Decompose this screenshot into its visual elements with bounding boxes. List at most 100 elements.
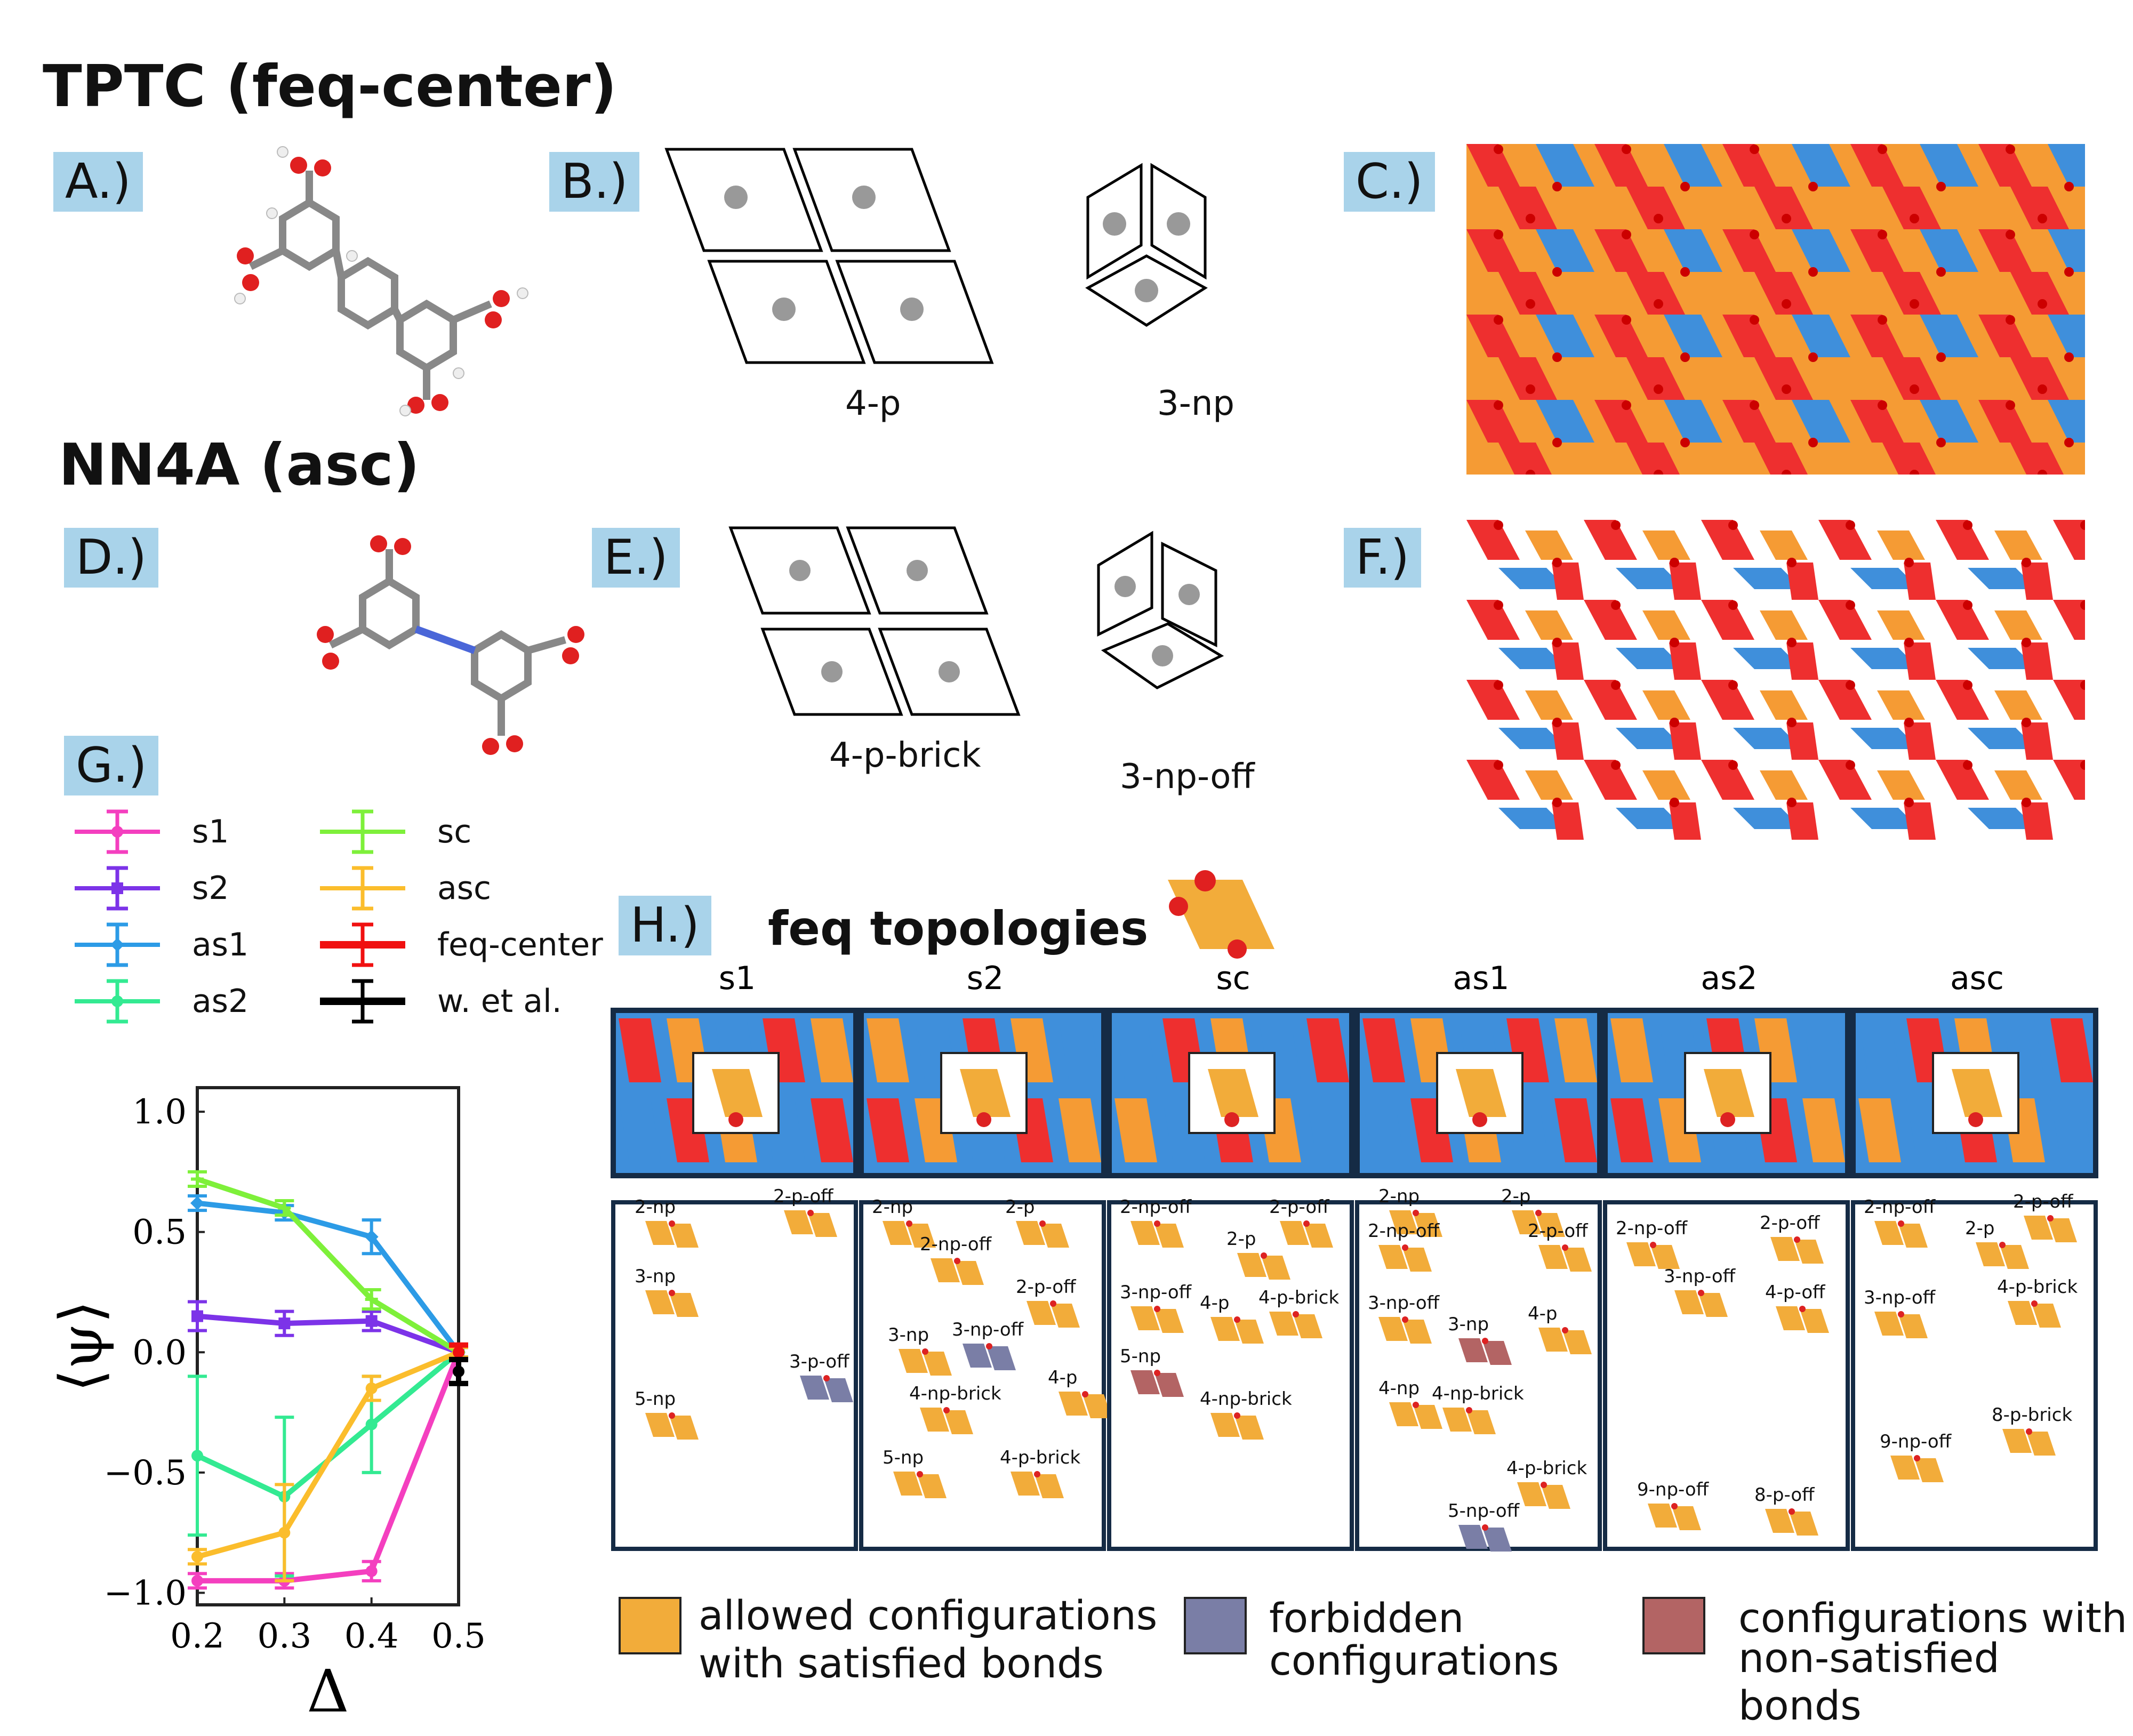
config-shape-sc-7-a <box>1210 1413 1240 1437</box>
tiling-f <box>1466 520 2085 840</box>
swatch-nonsat <box>1642 1597 1705 1654</box>
pattern-tile-sc-9 <box>1306 1098 1349 1162</box>
config-label-asc-1: 2-p-off <box>2013 1191 2074 1212</box>
config-shape-as1-9-b <box>1541 1485 1570 1509</box>
config-dot-sc-0 <box>1154 1220 1160 1227</box>
config-dot-as2-3 <box>1799 1306 1806 1312</box>
config-dot-asc-5 <box>2026 1428 2032 1435</box>
legend-label-7: w. et al. <box>437 983 562 1020</box>
config-shape-as1-0-b <box>1413 1213 1442 1237</box>
config-label-s2-2: 2-np-off <box>920 1234 992 1255</box>
point-3-2 <box>365 1418 378 1430</box>
config-label-as2-2: 3-np-off <box>1664 1266 1736 1287</box>
config-box-asc <box>1851 1200 2098 1551</box>
config-shape-s2-2-b <box>955 1261 984 1285</box>
config-dot-s2-9 <box>1034 1471 1040 1477</box>
inset-rhomb-s2 <box>960 1069 1011 1117</box>
config-label-sc-2: 2-p <box>1226 1228 1256 1250</box>
config-dot-sc-4 <box>1234 1316 1240 1323</box>
config-dot-as1-4 <box>1402 1316 1408 1323</box>
config-shape-as1-10-a <box>1458 1525 1488 1549</box>
config-shape-s2-5-b <box>987 1346 1016 1370</box>
config-shape-s2-4-b <box>923 1352 952 1376</box>
config-shape-asc-0-b <box>1898 1224 1928 1248</box>
y-axis-label: ⟨ψ⟩ <box>47 1300 115 1392</box>
inset-rhomb-as1 <box>1456 1069 1506 1117</box>
config-shape-s2-3-a <box>1027 1301 1056 1325</box>
config-shape-sc-5-a <box>1269 1312 1298 1336</box>
config-label-as1-3: 2-p-off <box>1528 1220 1589 1242</box>
config-shape-sc-1-a <box>1280 1221 1309 1245</box>
config-label-s2-0: 2-np <box>872 1196 913 1218</box>
config-label-asc-0: 2-np-off <box>1864 1196 1936 1218</box>
config-label-asc-4: 4-p-brick <box>1997 1276 2078 1298</box>
config-shape-s1-1-a <box>784 1210 813 1234</box>
point-4-0 <box>191 1172 204 1186</box>
point-1-0 <box>191 1310 203 1322</box>
config-label-s2-5: 3-np-off <box>952 1319 1024 1340</box>
config-label-s2-3: 2-p-off <box>1016 1276 1077 1298</box>
pattern-tile-s1-0 <box>619 1018 661 1082</box>
config-dot-as1-0 <box>1413 1210 1419 1216</box>
config-label-as2-3: 4-p-off <box>1765 1282 1826 1303</box>
config-dot-sc-6 <box>1154 1370 1160 1376</box>
pattern-tile-as1-4 <box>1554 1018 1597 1082</box>
config-label-s1-3: 3-p-off <box>789 1351 850 1372</box>
config-label-as2-0: 2-np-off <box>1616 1218 1688 1239</box>
config-dot-s2-6 <box>1082 1391 1088 1397</box>
config-dot-sc-2 <box>1261 1252 1267 1259</box>
config-label-s2-7: 4-np-brick <box>909 1383 1001 1404</box>
allowed-text-1: allowed configurations <box>699 1592 1158 1639</box>
legend-marker-2 <box>110 938 124 952</box>
config-shape-s2-4-a <box>899 1349 928 1373</box>
config-shape-asc-3-a <box>1874 1312 1904 1336</box>
feq-icon <box>1168 870 1274 959</box>
inset-dot-as1 <box>1472 1112 1487 1127</box>
config-shape-as1-1-b <box>1536 1213 1565 1237</box>
config-label-s1-0: 2-np <box>635 1196 676 1218</box>
heading-tptc: TPTC (feq-center) <box>43 53 617 120</box>
series-line-2 <box>197 1200 461 1354</box>
config-label-sc-1: 2-p-off <box>1269 1196 1330 1218</box>
x-tick-label-0: 0.2 <box>170 1617 224 1656</box>
config-dot-asc-1 <box>2047 1215 2054 1221</box>
legend-label-1: s2 <box>192 870 229 907</box>
forbidden-text-2: configurations <box>1269 1637 1559 1684</box>
config-dot-s2-0 <box>906 1220 912 1227</box>
pattern-tile-s1-9 <box>811 1098 853 1162</box>
pattern-tile-asc-0 <box>1858 1018 1901 1082</box>
config-shape-s1-2-b <box>669 1293 699 1317</box>
config-dot-as2-1 <box>1794 1236 1800 1243</box>
point-0-0 <box>191 1574 203 1587</box>
config-shape-as2-4-b <box>1672 1506 1701 1530</box>
pattern-tile-as1-5 <box>1362 1098 1405 1162</box>
nonsat-text-2: non-satisfied bonds <box>1738 1634 2000 1729</box>
config-label-sc-7: 4-np-brick <box>1200 1388 1292 1410</box>
config-dot-asc-4 <box>2031 1300 2038 1307</box>
config-shape-s2-9-b <box>1035 1474 1064 1498</box>
point-5-0 <box>191 1550 203 1563</box>
h-title: feq topologies <box>768 901 1149 956</box>
pattern-tile-s2-4 <box>1059 1018 1101 1082</box>
config-shape-as1-8-a <box>1442 1408 1472 1432</box>
point-1-1 <box>278 1317 291 1330</box>
config-dot-as1-1 <box>1535 1210 1542 1216</box>
config-label-asc-3: 3-np-off <box>1864 1287 1936 1308</box>
inset-dot-asc <box>1968 1112 1983 1127</box>
panel-label-d: D.) <box>64 528 159 588</box>
config-dot-as2-5 <box>1789 1508 1795 1515</box>
config-shape-as2-0-a <box>1626 1242 1656 1266</box>
config-shape-asc-5-a <box>2002 1429 2032 1453</box>
point-5-2 <box>365 1382 378 1394</box>
tiling-c <box>1466 144 2085 475</box>
y-tick-label-2: 0.0 <box>132 1333 187 1372</box>
config-label-asc-5: 8-p-brick <box>1992 1404 2072 1426</box>
config-label-sc-6: 5-np <box>1120 1346 1161 1367</box>
caption-3np: 3-np <box>1157 384 1234 423</box>
config-label-as1-1: 2-p <box>1501 1186 1530 1207</box>
pattern-tile-asc-5 <box>1858 1098 1901 1162</box>
config-shape-as1-3-b <box>1562 1248 1592 1272</box>
config-dot-as1-2 <box>1402 1244 1408 1251</box>
config-shape-asc-0-a <box>1874 1221 1904 1245</box>
